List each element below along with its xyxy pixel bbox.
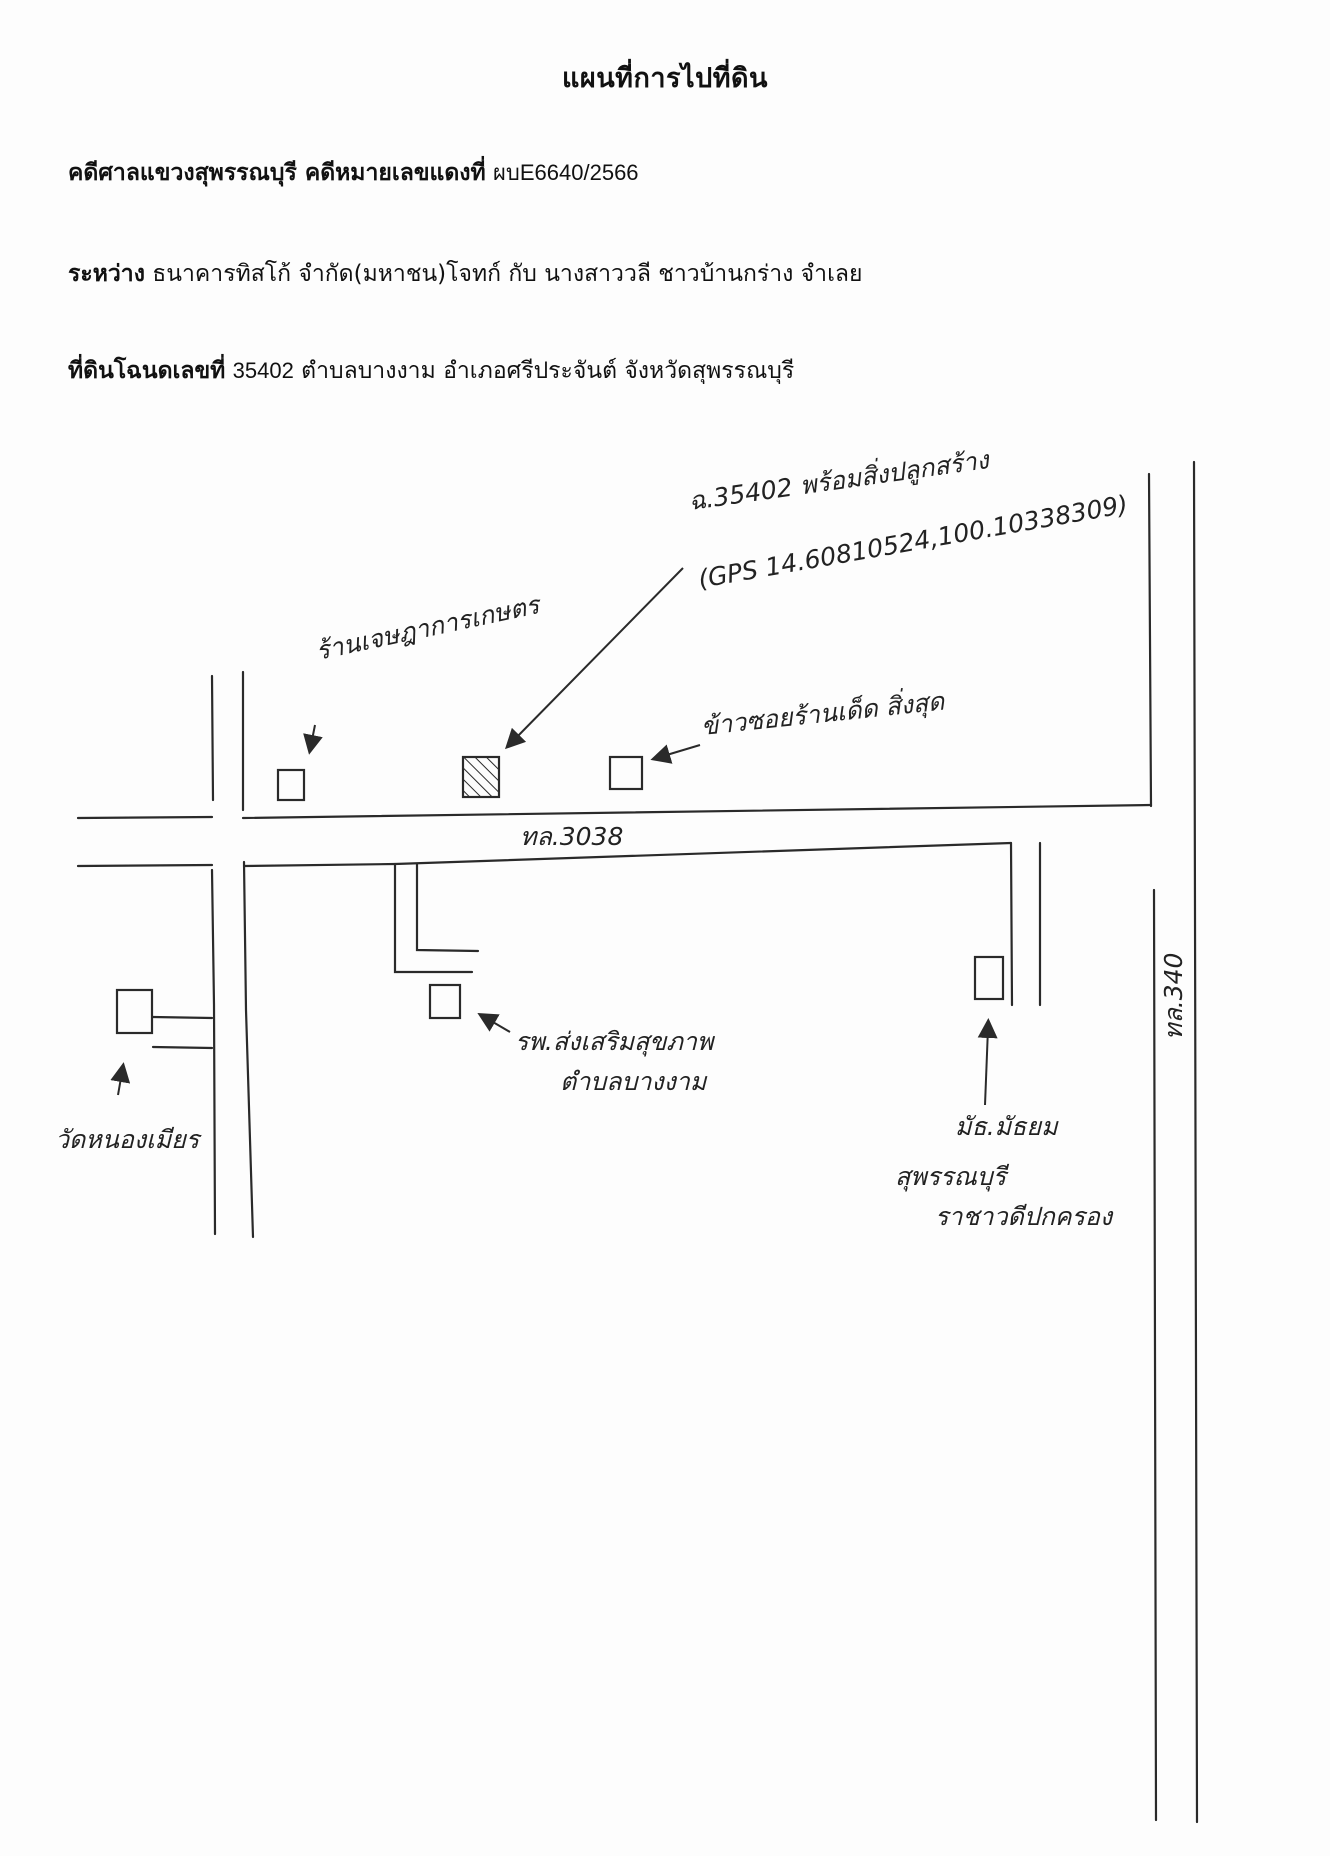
parties-label: ระหว่าง bbox=[68, 261, 145, 287]
temple-building bbox=[115, 988, 154, 1035]
land-location: ตำบลบางงาม อำเภอศรีประจันต์ จังหวัดสุพรร… bbox=[301, 358, 795, 384]
main-road-top-edge bbox=[76, 803, 1153, 820]
case-line: คดีศาลแขวงสุพรรณบุรี คดีหมายเลขแดงที่ ผบ… bbox=[68, 155, 639, 191]
school-label-line3: ราชาวดีปกครอง bbox=[935, 1202, 1114, 1231]
east-road-edge-left bbox=[1147, 472, 1158, 1822]
case-label: คดีศาลแขวงสุพรรณบุรี คดีหมายเลขแดงที่ bbox=[68, 160, 486, 186]
school-lane-left bbox=[1009, 841, 1014, 1007]
hospital-arrow bbox=[477, 1012, 511, 1033]
west-road-edge-left bbox=[210, 674, 215, 802]
deed-annotation: ฉ.35402 พร้อมสิ่งปลูกสร้าง bbox=[686, 442, 992, 517]
hospital-lane-edge bbox=[415, 862, 480, 953]
parties-line: ระหว่าง ธนาคารทิสโก้ จำกัด(มหาชน)โจทก์ ก… bbox=[68, 256, 863, 292]
hospital-label-line2: ตำบลบางงาม bbox=[560, 1067, 708, 1096]
land-label: ที่ดินโฉนดเลขที่ bbox=[68, 358, 226, 384]
west-road-edge-left-lower bbox=[210, 868, 217, 1236]
page-title: แผนที่การไปที่ดิน bbox=[562, 63, 768, 94]
target-parcel-building bbox=[461, 755, 501, 799]
east-road-edge-right bbox=[1192, 460, 1199, 1824]
deed-number: 35402 bbox=[232, 358, 294, 383]
land-line: ที่ดินโฉนดเลขที่ 35402 ตำบลบางงาม อำเภอศ… bbox=[68, 353, 794, 389]
parties-text: ธนาคารทิสโก้ จำกัด(มหาชน)โจทก์ กับ นางสา… bbox=[152, 261, 863, 287]
hospital-lane bbox=[393, 862, 474, 974]
main-road-label: ทล.3038 bbox=[520, 822, 623, 851]
school-building bbox=[973, 955, 1005, 1001]
shop-building bbox=[276, 768, 306, 802]
shop-arrow bbox=[303, 724, 323, 755]
target-arrow bbox=[504, 567, 684, 750]
school-label-line2: สุพรรณบุรี bbox=[895, 1162, 1010, 1192]
noodle-arrow bbox=[650, 744, 701, 764]
noodle-shop-building bbox=[608, 755, 644, 791]
shop-label: ร้านเจษฎาการเกษตร bbox=[313, 590, 544, 666]
school-arrow bbox=[977, 1018, 998, 1106]
hospital-building bbox=[428, 983, 462, 1020]
case-number: ผบE6640/2566 bbox=[493, 160, 639, 185]
temple-lane bbox=[151, 1015, 214, 1050]
hospital-label-line1: รพ.ส่งเสริมสุขภาพ bbox=[515, 1027, 716, 1057]
temple-label: วัดหนองเมียร bbox=[55, 1125, 202, 1154]
west-road-edge-right-lower bbox=[242, 860, 255, 1239]
noodle-label-line1: ข้าวซอยร้านเด็ด สิ่งสุด bbox=[699, 683, 947, 742]
east-road-label: ทล.340 bbox=[1159, 953, 1188, 1040]
temple-arrow bbox=[110, 1062, 131, 1096]
school-label-line1: มัธ.มัธยม bbox=[955, 1112, 1059, 1141]
